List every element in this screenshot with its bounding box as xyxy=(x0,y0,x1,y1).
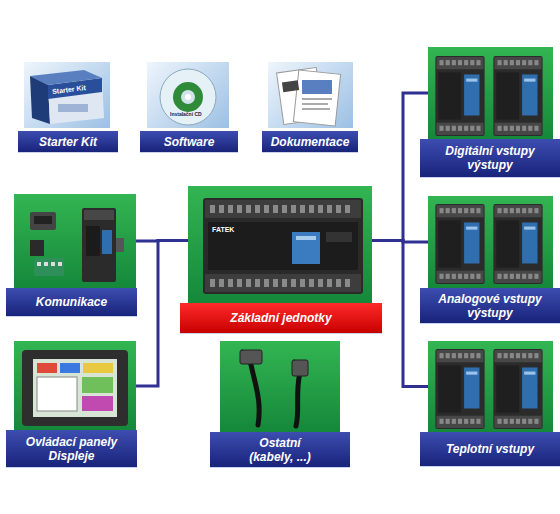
node-label: Software xyxy=(164,135,215,149)
label-bar: Analogové vstupy výstupy xyxy=(420,288,560,323)
cables xyxy=(240,350,308,426)
node-label: Ovládací panely Displeje xyxy=(17,435,127,463)
node-label: Teplotní vstupy xyxy=(446,442,534,456)
product-tile: Starter Kit xyxy=(24,62,110,128)
label-text-group: Digitální vstupy výstupy xyxy=(435,144,545,172)
product-tile: Software xyxy=(147,62,229,128)
label-text-group: Základní jednotky xyxy=(230,311,331,325)
label-bar: Ovládací panely Displeje xyxy=(6,430,137,467)
label-bar: Starter Kit xyxy=(18,131,118,152)
module-box: Digitální vstupy výstupy xyxy=(428,47,553,139)
module-box: Teplotní vstupy xyxy=(428,341,553,432)
module-box: Komunikace xyxy=(14,194,136,288)
node-label: Komunikace xyxy=(36,295,107,309)
node-label: Digitální vstupy výstupy xyxy=(435,144,545,172)
label-text-group: Ostatní (kabely, ...) xyxy=(236,436,324,464)
label-bar: Digitální vstupy výstupy xyxy=(420,139,560,177)
base-unit-box: Základní jednotky xyxy=(188,186,372,303)
node-label: Analogové vstupy výstupy xyxy=(435,292,545,320)
node-label: Dokumentace xyxy=(271,135,350,149)
software-cd xyxy=(160,69,216,125)
starter-kit-box xyxy=(30,70,104,124)
module-box: Analogové vstupy výstupy xyxy=(428,196,553,288)
module-box: Ostatní (kabely, ...) xyxy=(220,341,340,432)
module-box: Ovládací panely Displeje xyxy=(14,341,136,431)
documentation-pages xyxy=(277,67,341,126)
label-text-group: Ovládací panely Displeje xyxy=(17,435,127,463)
label-bar: Komunikace xyxy=(6,288,137,316)
plc-base-unit xyxy=(203,198,363,294)
operator-panel xyxy=(22,350,128,426)
label-text-group: Analogové vstupy výstupy xyxy=(435,292,545,320)
communication-modules xyxy=(30,208,124,282)
label-bar: Základní jednotky xyxy=(180,303,382,333)
product-tile: Dokumentace xyxy=(268,62,353,128)
label-text-group: Software xyxy=(164,135,215,149)
node-label: Základní jednotky xyxy=(230,311,331,325)
label-bar: Ostatní (kabely, ...) xyxy=(210,432,350,467)
label-text-group: Teplotní vstupy xyxy=(446,442,534,456)
label-text-group: Starter Kit xyxy=(39,135,97,149)
label-bar: Teplotní vstupy xyxy=(420,432,560,466)
label-bar: Software xyxy=(140,131,238,152)
label-bar: Dokumentace xyxy=(262,131,358,152)
node-label: Ostatní (kabely, ...) xyxy=(236,436,324,464)
label-text-group: Komunikace xyxy=(36,295,107,309)
label-text-group: Dokumentace xyxy=(271,135,350,149)
node-label: Starter Kit xyxy=(39,135,97,149)
